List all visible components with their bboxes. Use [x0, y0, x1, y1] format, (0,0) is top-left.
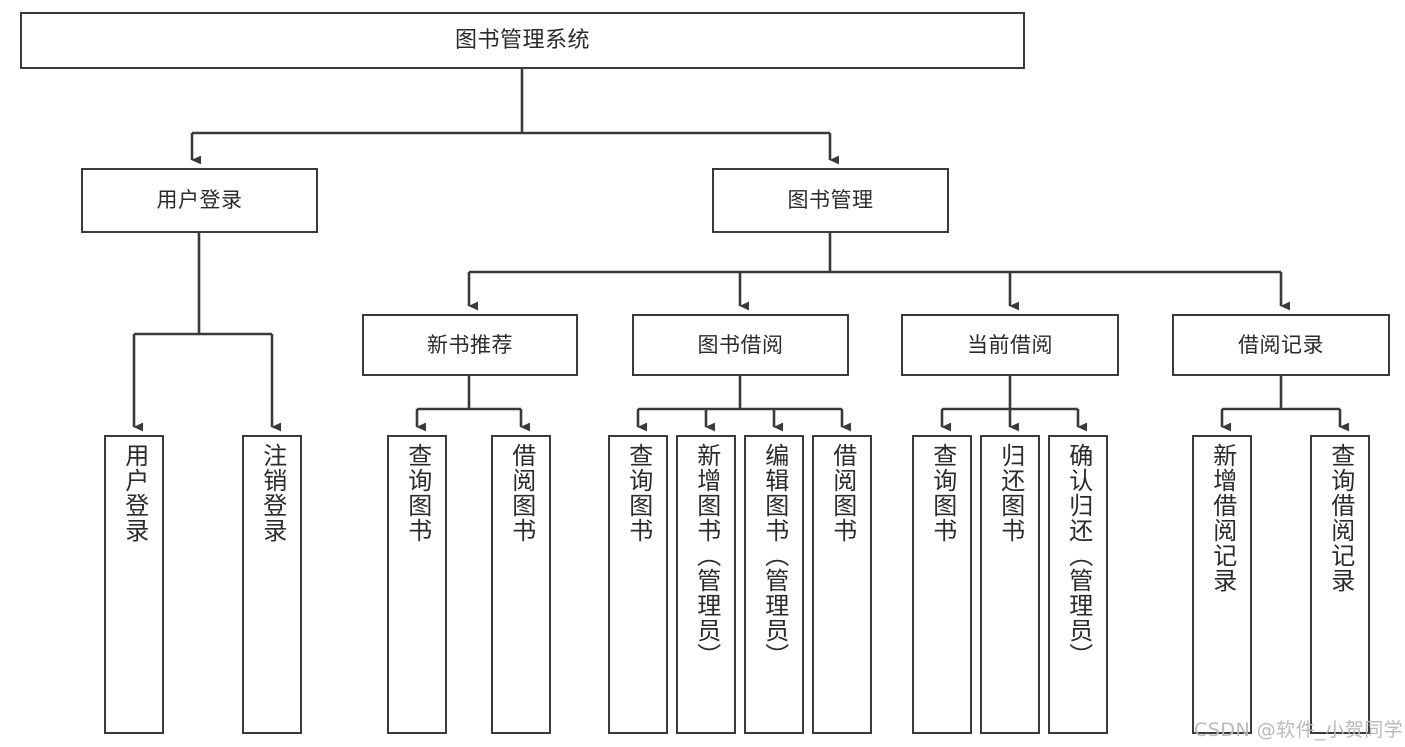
node-label: 用户登录: [156, 188, 243, 213]
leaf-add-book[interactable]: 新增图书（管理员）: [676, 435, 736, 734]
node-user-login[interactable]: 用户登录: [81, 168, 318, 233]
node-label: 借阅图书: [828, 443, 857, 543]
leaf-return-book[interactable]: 归还图书: [980, 435, 1040, 734]
node-label: 新增图书（管理员）: [692, 443, 721, 668]
node-label: 借阅图书: [507, 443, 536, 543]
leaf-user-logout[interactable]: 注销登录: [242, 435, 302, 734]
leaf-query-book-2[interactable]: 查询图书: [608, 435, 668, 734]
node-label: 查询图书: [928, 443, 957, 543]
leaf-query-book-3[interactable]: 查询图书: [912, 435, 972, 734]
node-label: 查询图书: [403, 443, 432, 543]
node-current-borrow[interactable]: 当前借阅: [901, 314, 1119, 376]
leaf-query-record[interactable]: 查询借阅记录: [1310, 435, 1370, 734]
csdn-watermark: CSDN @软件_小贺同学: [1194, 719, 1404, 741]
node-label: 新书推荐: [427, 332, 513, 357]
node-label: 查询图书: [624, 443, 653, 543]
leaf-edit-book[interactable]: 编辑图书（管理员）: [744, 435, 804, 734]
node-label: 注销登录: [258, 443, 287, 543]
node-root[interactable]: 图书管理系统: [20, 12, 1025, 69]
node-new-book-rec[interactable]: 新书推荐: [362, 314, 578, 376]
node-label: 归还图书: [996, 443, 1025, 543]
node-label: 编辑图书（管理员）: [760, 443, 789, 668]
leaf-user-login[interactable]: 用户登录: [104, 435, 164, 734]
leaf-confirm-return[interactable]: 确认归还（管理员）: [1048, 435, 1108, 734]
leaf-query-book-1[interactable]: 查询图书: [387, 435, 447, 734]
leaf-borrow-book-2[interactable]: 借阅图书: [812, 435, 872, 734]
node-borrow-record[interactable]: 借阅记录: [1172, 314, 1390, 376]
leaf-add-record[interactable]: 新增借阅记录: [1192, 435, 1252, 734]
node-label: 图书管理系统: [454, 27, 590, 53]
node-label: 借阅记录: [1238, 332, 1324, 357]
node-label: 当前借阅: [967, 332, 1053, 357]
leaf-borrow-book-1[interactable]: 借阅图书: [491, 435, 551, 734]
node-book-borrow[interactable]: 图书借阅: [632, 314, 849, 376]
node-label: 确认归还（管理员）: [1064, 443, 1093, 668]
node-label: 用户登录: [120, 443, 149, 543]
node-label: 图书借阅: [697, 332, 784, 357]
node-label: 图书管理: [787, 188, 874, 213]
node-label: 新增借阅记录: [1208, 443, 1237, 593]
node-book-manage[interactable]: 图书管理: [712, 168, 949, 233]
node-label: 查询借阅记录: [1326, 443, 1355, 593]
